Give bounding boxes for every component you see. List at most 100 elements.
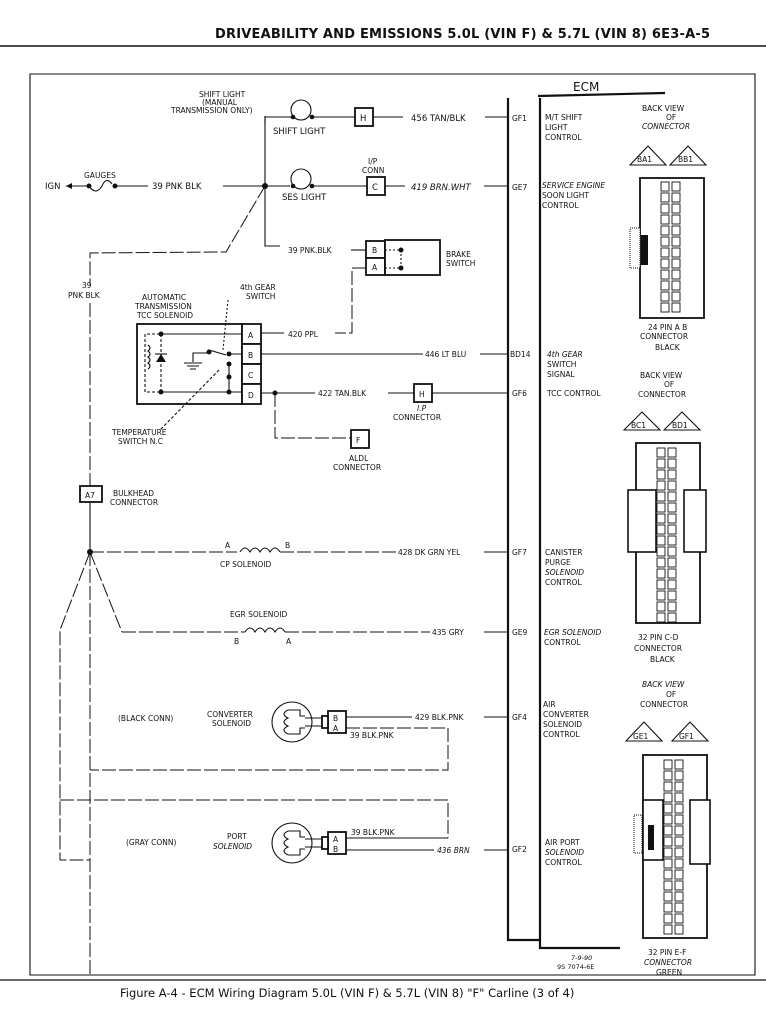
pin-label: D xyxy=(248,391,254,400)
converter-solenoid: (BLACK CONN) CONVERTER SOLENOID B A 429 … xyxy=(90,700,589,771)
connector-label: H xyxy=(360,114,366,124)
connector-label: C xyxy=(372,183,378,193)
stamp-date: 7-9-90 xyxy=(571,954,592,962)
connector-pin-cell xyxy=(660,258,670,269)
connector-f xyxy=(350,429,370,449)
connector-pin-cell xyxy=(667,513,677,524)
pin-label: A xyxy=(372,263,378,272)
pin-label: A xyxy=(286,637,292,646)
pin-label: B xyxy=(333,845,338,854)
ecm-function: SWITCH xyxy=(547,360,576,369)
connector-pin-cell xyxy=(663,792,673,803)
aldl-label: ALDL xyxy=(349,454,369,463)
connector-pin-cell xyxy=(667,568,677,579)
bulb-icon xyxy=(290,168,312,190)
ecm-pin: GF7 xyxy=(512,548,527,557)
ign-label: IGN xyxy=(45,182,60,192)
pin-callout: GE1 xyxy=(633,732,649,741)
connector-pin-cell xyxy=(656,524,666,535)
connector-pin-cell xyxy=(671,181,681,192)
pin-label: A xyxy=(225,541,231,550)
connector-pin-cell xyxy=(660,225,670,236)
wire-label: 39 PNK.BLK xyxy=(288,246,333,255)
connector-pin-cell xyxy=(656,458,666,469)
connector-pin-cell xyxy=(667,502,677,513)
shift-light-circuit: SHIFT LIGHT (MANUAL TRANSMISSION ONLY) H… xyxy=(170,90,583,142)
wire-label: 422 TAN.BLK xyxy=(318,389,367,398)
connector-label: CONNECTOR xyxy=(393,413,441,422)
connector-label: CONN xyxy=(362,166,384,175)
wire-label: 39 xyxy=(82,281,92,290)
connector-pin-cell xyxy=(667,590,677,601)
connector-pin-cell xyxy=(660,247,670,258)
connector-name: BLACK xyxy=(655,343,681,352)
connector-pin-cell xyxy=(667,447,677,458)
connector-pin-cell xyxy=(663,924,673,935)
connector-pin-cell xyxy=(656,491,666,502)
coil-icon xyxy=(239,547,281,554)
connector-pin-cell xyxy=(674,902,684,913)
tcc-solenoid: AUTOMATIC TRANSMISSION TCC SOLENOID 4th … xyxy=(111,283,601,472)
ecm-function: CONTROL xyxy=(542,201,579,210)
connector-name: 32 PIN C-D xyxy=(638,633,679,642)
pin-label: B xyxy=(248,351,253,360)
gear-switch-label: 4th GEAR xyxy=(240,283,276,292)
connector-view-label: BACK VIEW xyxy=(642,104,685,113)
egr-solenoid: EGR SOLENOID B A 435 GRY GE9 EGR SOLENOI… xyxy=(122,610,601,647)
pin-label: A xyxy=(248,331,254,340)
connector-pin-cell xyxy=(663,858,673,869)
connector-pin-cell xyxy=(671,192,681,203)
connector-pin-cell xyxy=(674,781,684,792)
connector-pin-cell xyxy=(656,590,666,601)
pin-callout: BB1 xyxy=(678,155,693,164)
tcc-title: TRANSMISSION xyxy=(134,302,192,311)
connector-pin-cell xyxy=(663,803,673,814)
connector-pin-cell xyxy=(671,214,681,225)
ecm-function: SOLENOID xyxy=(545,568,584,577)
wire-label: PNK BLK xyxy=(68,291,101,300)
connector-pin-cell xyxy=(671,225,681,236)
ecm-function: SERVICE ENGINE xyxy=(542,181,605,190)
solenoid-icon xyxy=(271,822,313,864)
converter-label: SOLENOID xyxy=(212,719,251,728)
port-solenoid: (GRAY CONN) PORT SOLENOID A B 39 BLK.PNK… xyxy=(60,799,584,867)
fuse-label: GAUGES xyxy=(84,171,116,180)
solenoid-icon xyxy=(271,701,313,743)
wire-label: 456 TAN/BLK xyxy=(411,114,466,124)
temp-switch-label: SWITCH N.C xyxy=(118,437,163,446)
ecm-function: CONTROL xyxy=(545,578,582,587)
pin-label: C xyxy=(248,371,253,380)
connector-name: CONNECTOR xyxy=(640,332,688,341)
pin-label: A xyxy=(333,724,339,733)
connector-pin-cell xyxy=(674,913,684,924)
connector-pin-cell xyxy=(660,280,670,291)
connector-pin-cell xyxy=(663,814,673,825)
pin-label: B xyxy=(285,541,290,550)
wire-label: 435 GRY xyxy=(432,628,464,637)
connector-view-label: OF xyxy=(664,380,674,389)
ses-light-label: SES LIGHT xyxy=(282,193,327,203)
brake-switch: 39 PNK.BLK B A BRAKE SWITCH xyxy=(288,239,475,334)
wire-label: 39 BLK.PNK xyxy=(351,828,396,837)
shift-light-title: TRANSMISSION ONLY) xyxy=(170,106,253,115)
ground-icon xyxy=(184,352,208,370)
connector-view-label: CONNECTOR xyxy=(642,122,690,131)
connector-pin-cell xyxy=(663,913,673,924)
bulb-icon xyxy=(290,99,312,121)
fuse-icon xyxy=(88,179,113,192)
connector-pin-cell xyxy=(660,302,670,313)
wire-label: 429 BLK.PNK xyxy=(415,713,464,722)
ecm-pin: GE7 xyxy=(512,183,528,192)
cp-solenoid: A B CP SOLENOID 428 DK GRN YEL GF7 CANIS… xyxy=(90,541,584,587)
connector-pin-cell xyxy=(656,557,666,568)
connector-pin-cell xyxy=(660,203,670,214)
ecm-pin: GE9 xyxy=(512,628,528,637)
brake-switch-label: SWITCH xyxy=(446,259,475,268)
connector-pin-cell xyxy=(667,557,677,568)
port-label: SOLENOID xyxy=(213,842,252,851)
connector-view-label: OF xyxy=(666,690,676,699)
connector-pin-cell xyxy=(656,480,666,491)
connector-name: BLACK xyxy=(650,655,676,664)
connector-pin-cell xyxy=(671,280,681,291)
egr-solenoid-label: EGR SOLENOID xyxy=(230,610,287,619)
